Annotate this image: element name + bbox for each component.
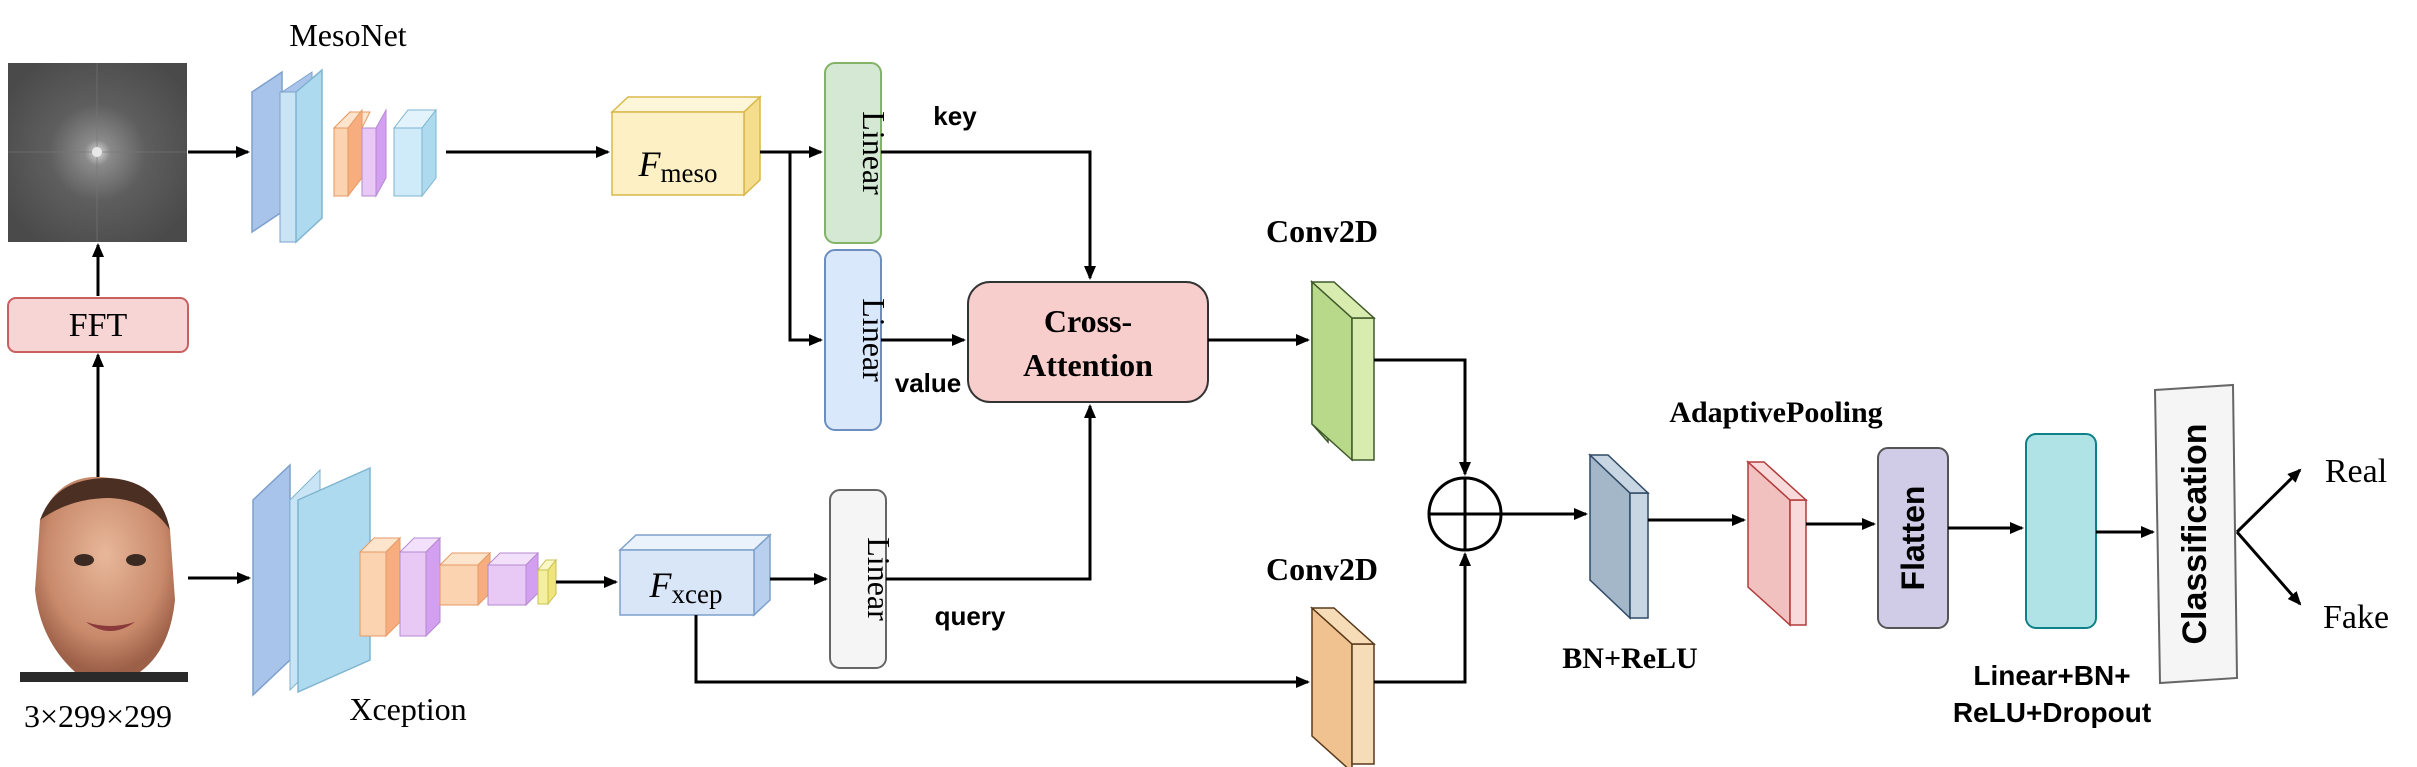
conv2d-top-block <box>1310 280 1376 462</box>
query-label: query <box>935 601 1006 631</box>
f-meso-feature-block: Fmeso <box>610 95 762 197</box>
f-meso-base: F <box>638 144 662 184</box>
adaptive-pooling-label: AdaptivePooling <box>1669 396 1882 429</box>
conv2d-bottom-label: Conv2D <box>1266 551 1378 587</box>
classification-label: Classification <box>2176 423 2214 644</box>
bn-relu-block <box>1588 453 1650 620</box>
elementwise-sum-icon <box>1427 476 1503 552</box>
flatten-label: Flatten <box>1895 486 1931 591</box>
classification-block: Classification <box>2153 383 2239 685</box>
fft-label: FFT <box>69 307 128 344</box>
f-meso-sub: meso <box>661 158 718 188</box>
mesonet-layer-stack <box>251 68 438 244</box>
adaptive-pooling-block <box>1746 460 1808 627</box>
linear-bn-relu-dropout-block <box>2025 433 2097 629</box>
f-xcep-sub: xcep <box>672 579 723 609</box>
linear-bn-label-line2: ReLU+Dropout <box>1953 697 2151 728</box>
flatten-block: Flatten <box>1877 447 1949 629</box>
mesonet-label: MesoNet <box>289 17 406 53</box>
conv2d-bottom-block <box>1310 606 1376 767</box>
output-fake-label: Fake <box>2323 599 2389 636</box>
key-label: key <box>933 101 977 131</box>
xception-label: Xception <box>349 691 466 727</box>
cross-attention-line2: Attention <box>1023 347 1153 383</box>
input-size-label: 3×299×299 <box>24 698 172 734</box>
cross-attention-line1: Cross- <box>1044 303 1132 339</box>
bn-relu-label: BN+ReLU <box>1562 642 1697 675</box>
linear-bn-label-line1: Linear+BN+ <box>1973 660 2130 691</box>
fft-spectrum-image <box>8 63 187 242</box>
output-real-label: Real <box>2325 453 2387 490</box>
f-xcep-base: F <box>649 565 673 605</box>
svg-text:Fxcep: Fxcep <box>649 565 723 609</box>
value-label: value <box>895 368 962 398</box>
cross-attention-block: Cross- Attention <box>967 281 1209 403</box>
fft-block: FFT <box>7 297 189 353</box>
svg-text:Fmeso: Fmeso <box>638 144 718 188</box>
f-xcep-feature-block: Fxcep <box>618 533 772 617</box>
xception-layer-stack <box>252 463 558 697</box>
conv2d-top-label: Conv2D <box>1266 213 1378 249</box>
input-face-image <box>18 476 188 682</box>
linear-key-block: Linear <box>824 62 892 244</box>
connector-arrows <box>92 146 2302 688</box>
